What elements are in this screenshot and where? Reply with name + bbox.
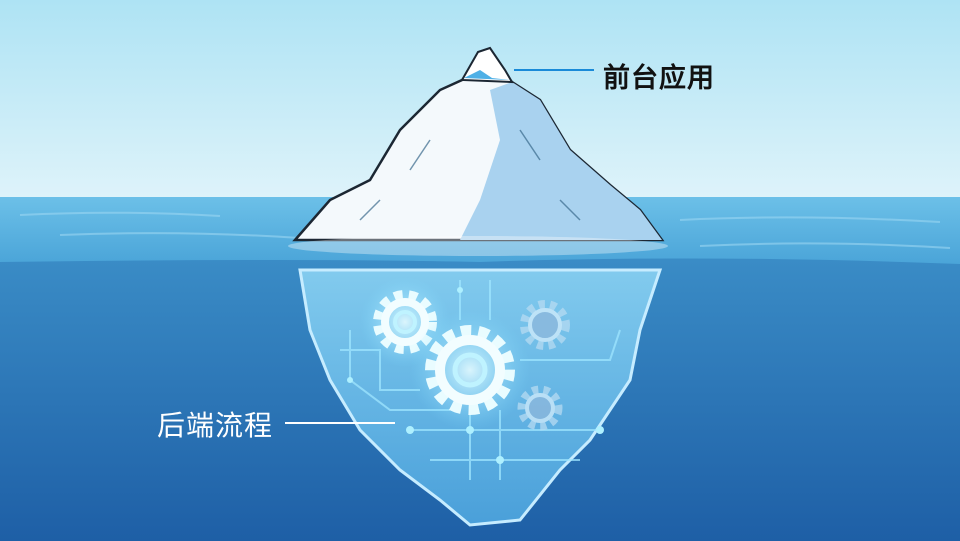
gear-icon: [517, 385, 563, 431]
gear-icon: [520, 300, 570, 350]
gear-icon: [410, 310, 530, 430]
label-frontend-app: 前台应用: [603, 63, 715, 94]
label-backend-process: 后端流程: [157, 409, 274, 442]
